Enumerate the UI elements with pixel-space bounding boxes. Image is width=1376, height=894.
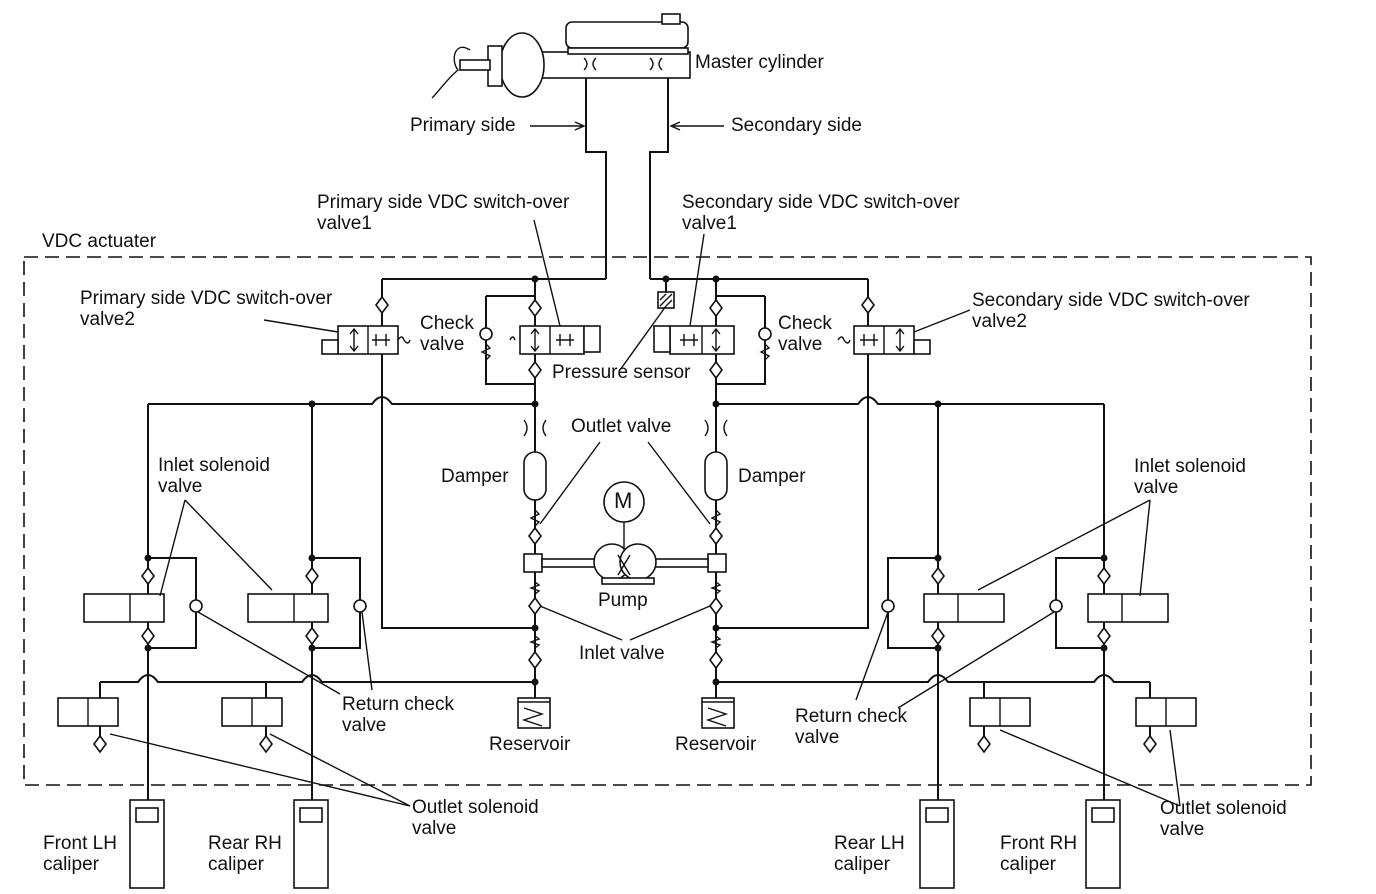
pressure-sensor-icon — [657, 279, 675, 309]
reservoir-left-icon — [517, 697, 551, 729]
pressure-sensor-label: Pressure sensor — [552, 362, 691, 383]
pump-motor-label: M — [614, 488, 633, 513]
damper-left-label: Damper — [441, 466, 509, 487]
pump-icon — [523, 481, 727, 585]
wheel-circuits — [57, 404, 1197, 889]
vdc-actuator-label: VDC actuater — [42, 231, 157, 252]
secondary-switch-valve2-icon — [837, 279, 931, 404]
outlet-valve-label: Outlet valve — [571, 416, 672, 437]
reservoir-right-label: Reservoir — [675, 734, 757, 755]
secondary-side-label: Secondary side — [731, 115, 862, 136]
pump-label: Pump — [598, 590, 648, 611]
reservoir-right-icon — [701, 697, 735, 729]
vdc-actuator-boundary — [23, 256, 1312, 786]
master-cylinder-icon — [431, 13, 691, 99]
damper-right-label: Damper — [738, 466, 806, 487]
primary-side-label: Primary side — [410, 115, 516, 136]
primary-switch-valve2-icon — [321, 279, 411, 404]
reservoir-left-label: Reservoir — [489, 734, 571, 755]
leader-lines — [109, 219, 1181, 807]
primary-switch-valve1-icon — [479, 279, 601, 404]
secondary-switch-valve1-icon — [653, 279, 772, 404]
inlet-valve-label: Inlet valve — [579, 643, 665, 664]
master-cylinder-label: Master cylinder — [695, 52, 824, 73]
